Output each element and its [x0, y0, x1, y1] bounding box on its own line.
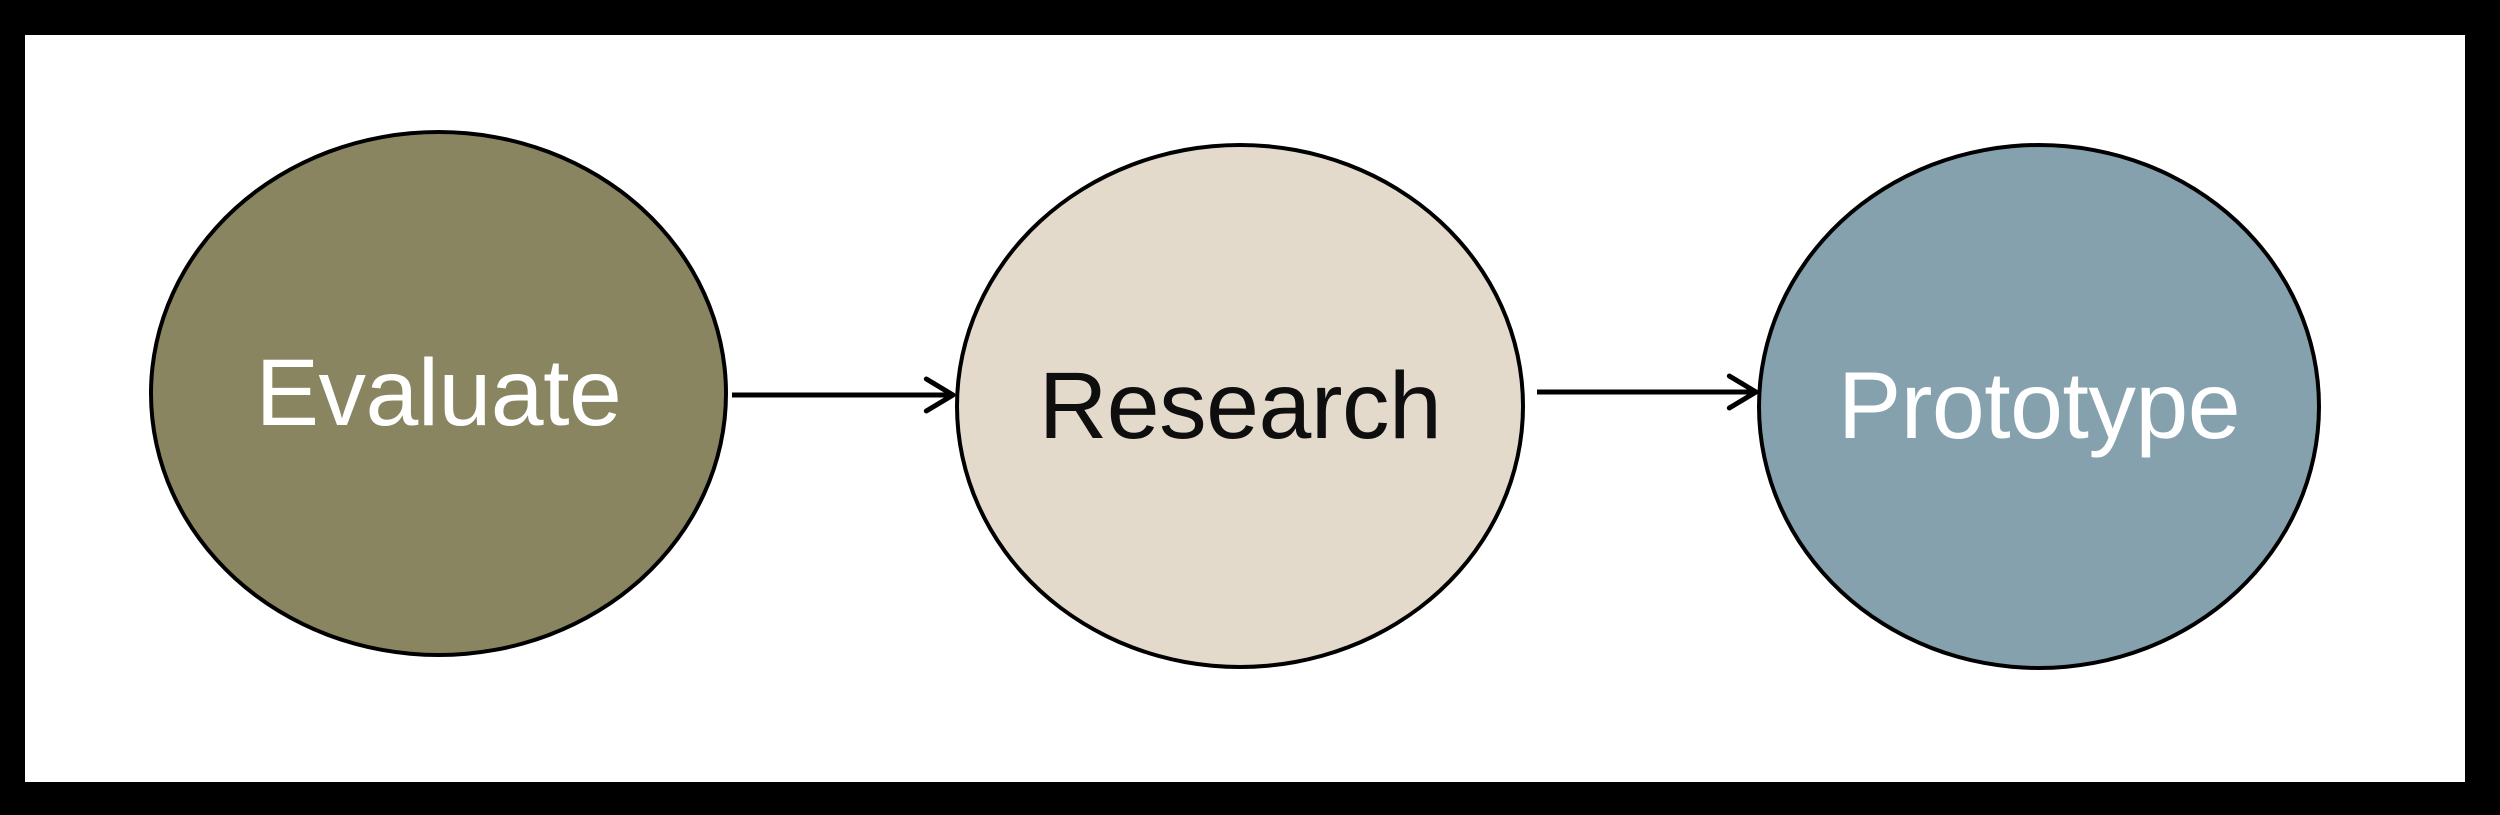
node-prototype-label: Prototype: [1837, 353, 2241, 459]
node-prototype[interactable]: Prototype: [1757, 143, 2321, 670]
node-evaluate-label: Evaluate: [255, 340, 622, 446]
node-research[interactable]: Research: [955, 143, 1525, 669]
node-evaluate[interactable]: Evaluate: [149, 130, 728, 657]
node-research-label: Research: [1038, 352, 1442, 459]
